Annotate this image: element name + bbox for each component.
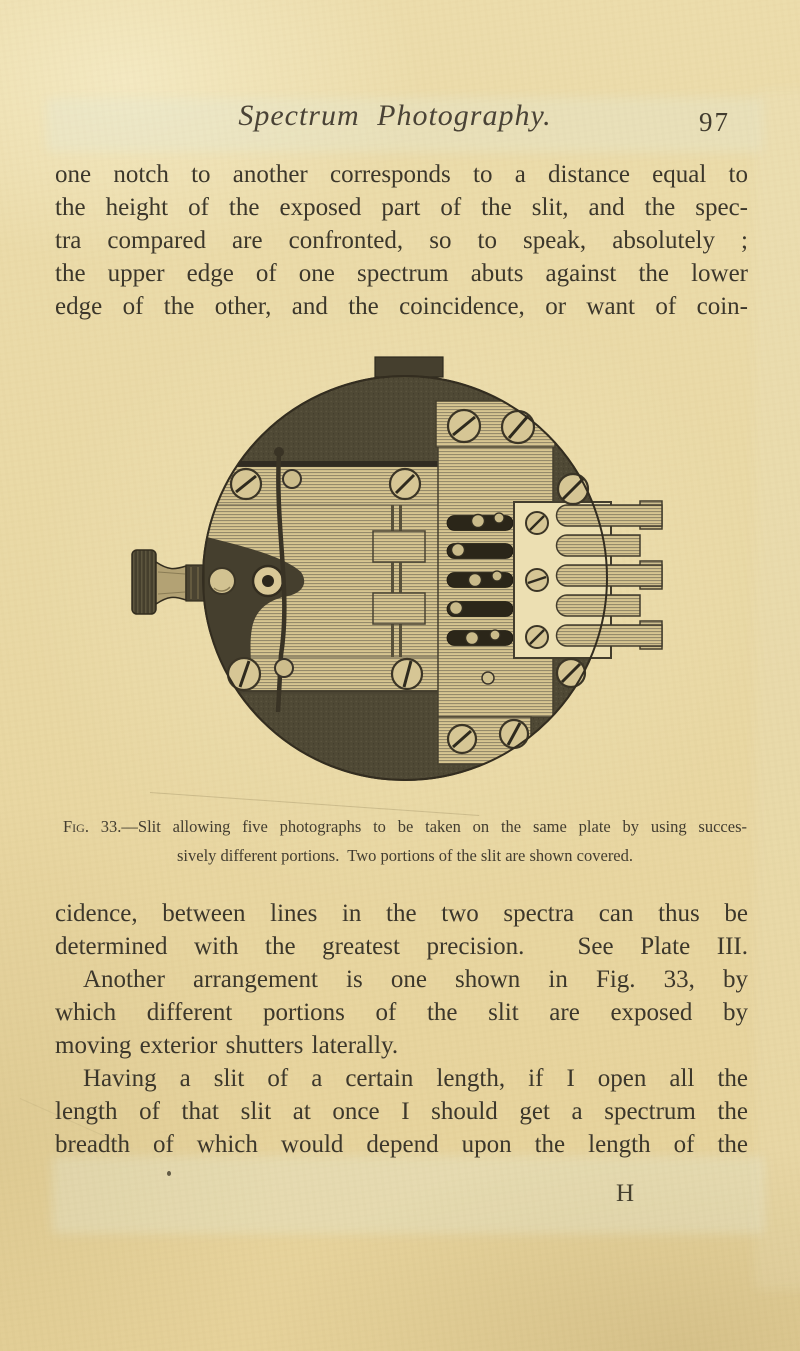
comb-shutter-plate	[513, 500, 663, 659]
comb-plate-screws	[525, 511, 549, 649]
text-line: the height of the exposed part of the sl…	[55, 194, 748, 221]
text-line: the upper edge of one spectrum abuts aga…	[55, 260, 748, 287]
top-tab	[374, 356, 444, 378]
ink-speck	[167, 1171, 171, 1176]
figure-33-illustration	[118, 342, 674, 794]
disc-screws	[226, 408, 590, 755]
text-line: Having a slit of a certain length, if I …	[83, 1065, 748, 1092]
text-line: edge of the other, and the coincidence, …	[55, 293, 748, 320]
text-line: moving exterior shutters laterally.	[55, 1032, 399, 1059]
paragraph-1: one notch to another corresponds to a di…	[55, 158, 748, 323]
text-line: determined with the greatest precision. …	[55, 933, 748, 960]
text-line: tra compared are confronted, so to speak…	[55, 227, 748, 254]
shutter-slots	[446, 512, 514, 646]
text-line: one notch to another corresponds to a di…	[55, 161, 748, 188]
page-number: 97	[699, 107, 730, 137]
paper-lightened-patch	[46, 98, 762, 152]
fig-33-engraving	[131, 356, 663, 781]
figure-label: Fig. 33.	[63, 817, 122, 836]
text-line: Another arrangement is one shown in Fig.…	[83, 966, 748, 993]
disc-rim	[202, 375, 608, 781]
caption-text: —Slit allowing five photographs to be ta…	[121, 817, 747, 836]
text-line: breadth of which would depend upon the l…	[55, 1131, 748, 1158]
running-header-title: Spectrum Photography.	[238, 99, 552, 132]
printer-signature-mark: H	[616, 1180, 635, 1207]
paper-lightened-patch	[754, 90, 800, 1290]
paragraph-2: cidence, between lines in the two spectr…	[55, 897, 748, 1161]
text-line: length of that slit at once I should get…	[55, 1098, 748, 1125]
text-line: which different portions of the slit are…	[55, 999, 748, 1026]
figure-caption: Fig. 33.—Slit allowing five photographs …	[63, 812, 747, 870]
paper-lightened-patch	[52, 1156, 764, 1234]
caption-line-1: Fig. 33.—Slit allowing five photographs …	[63, 812, 747, 841]
caption-line-2: sively different portions. Two portions …	[176, 846, 634, 865]
adjustment-knob	[131, 549, 236, 615]
text-line: cidence, between lines in the two spectr…	[55, 900, 748, 927]
